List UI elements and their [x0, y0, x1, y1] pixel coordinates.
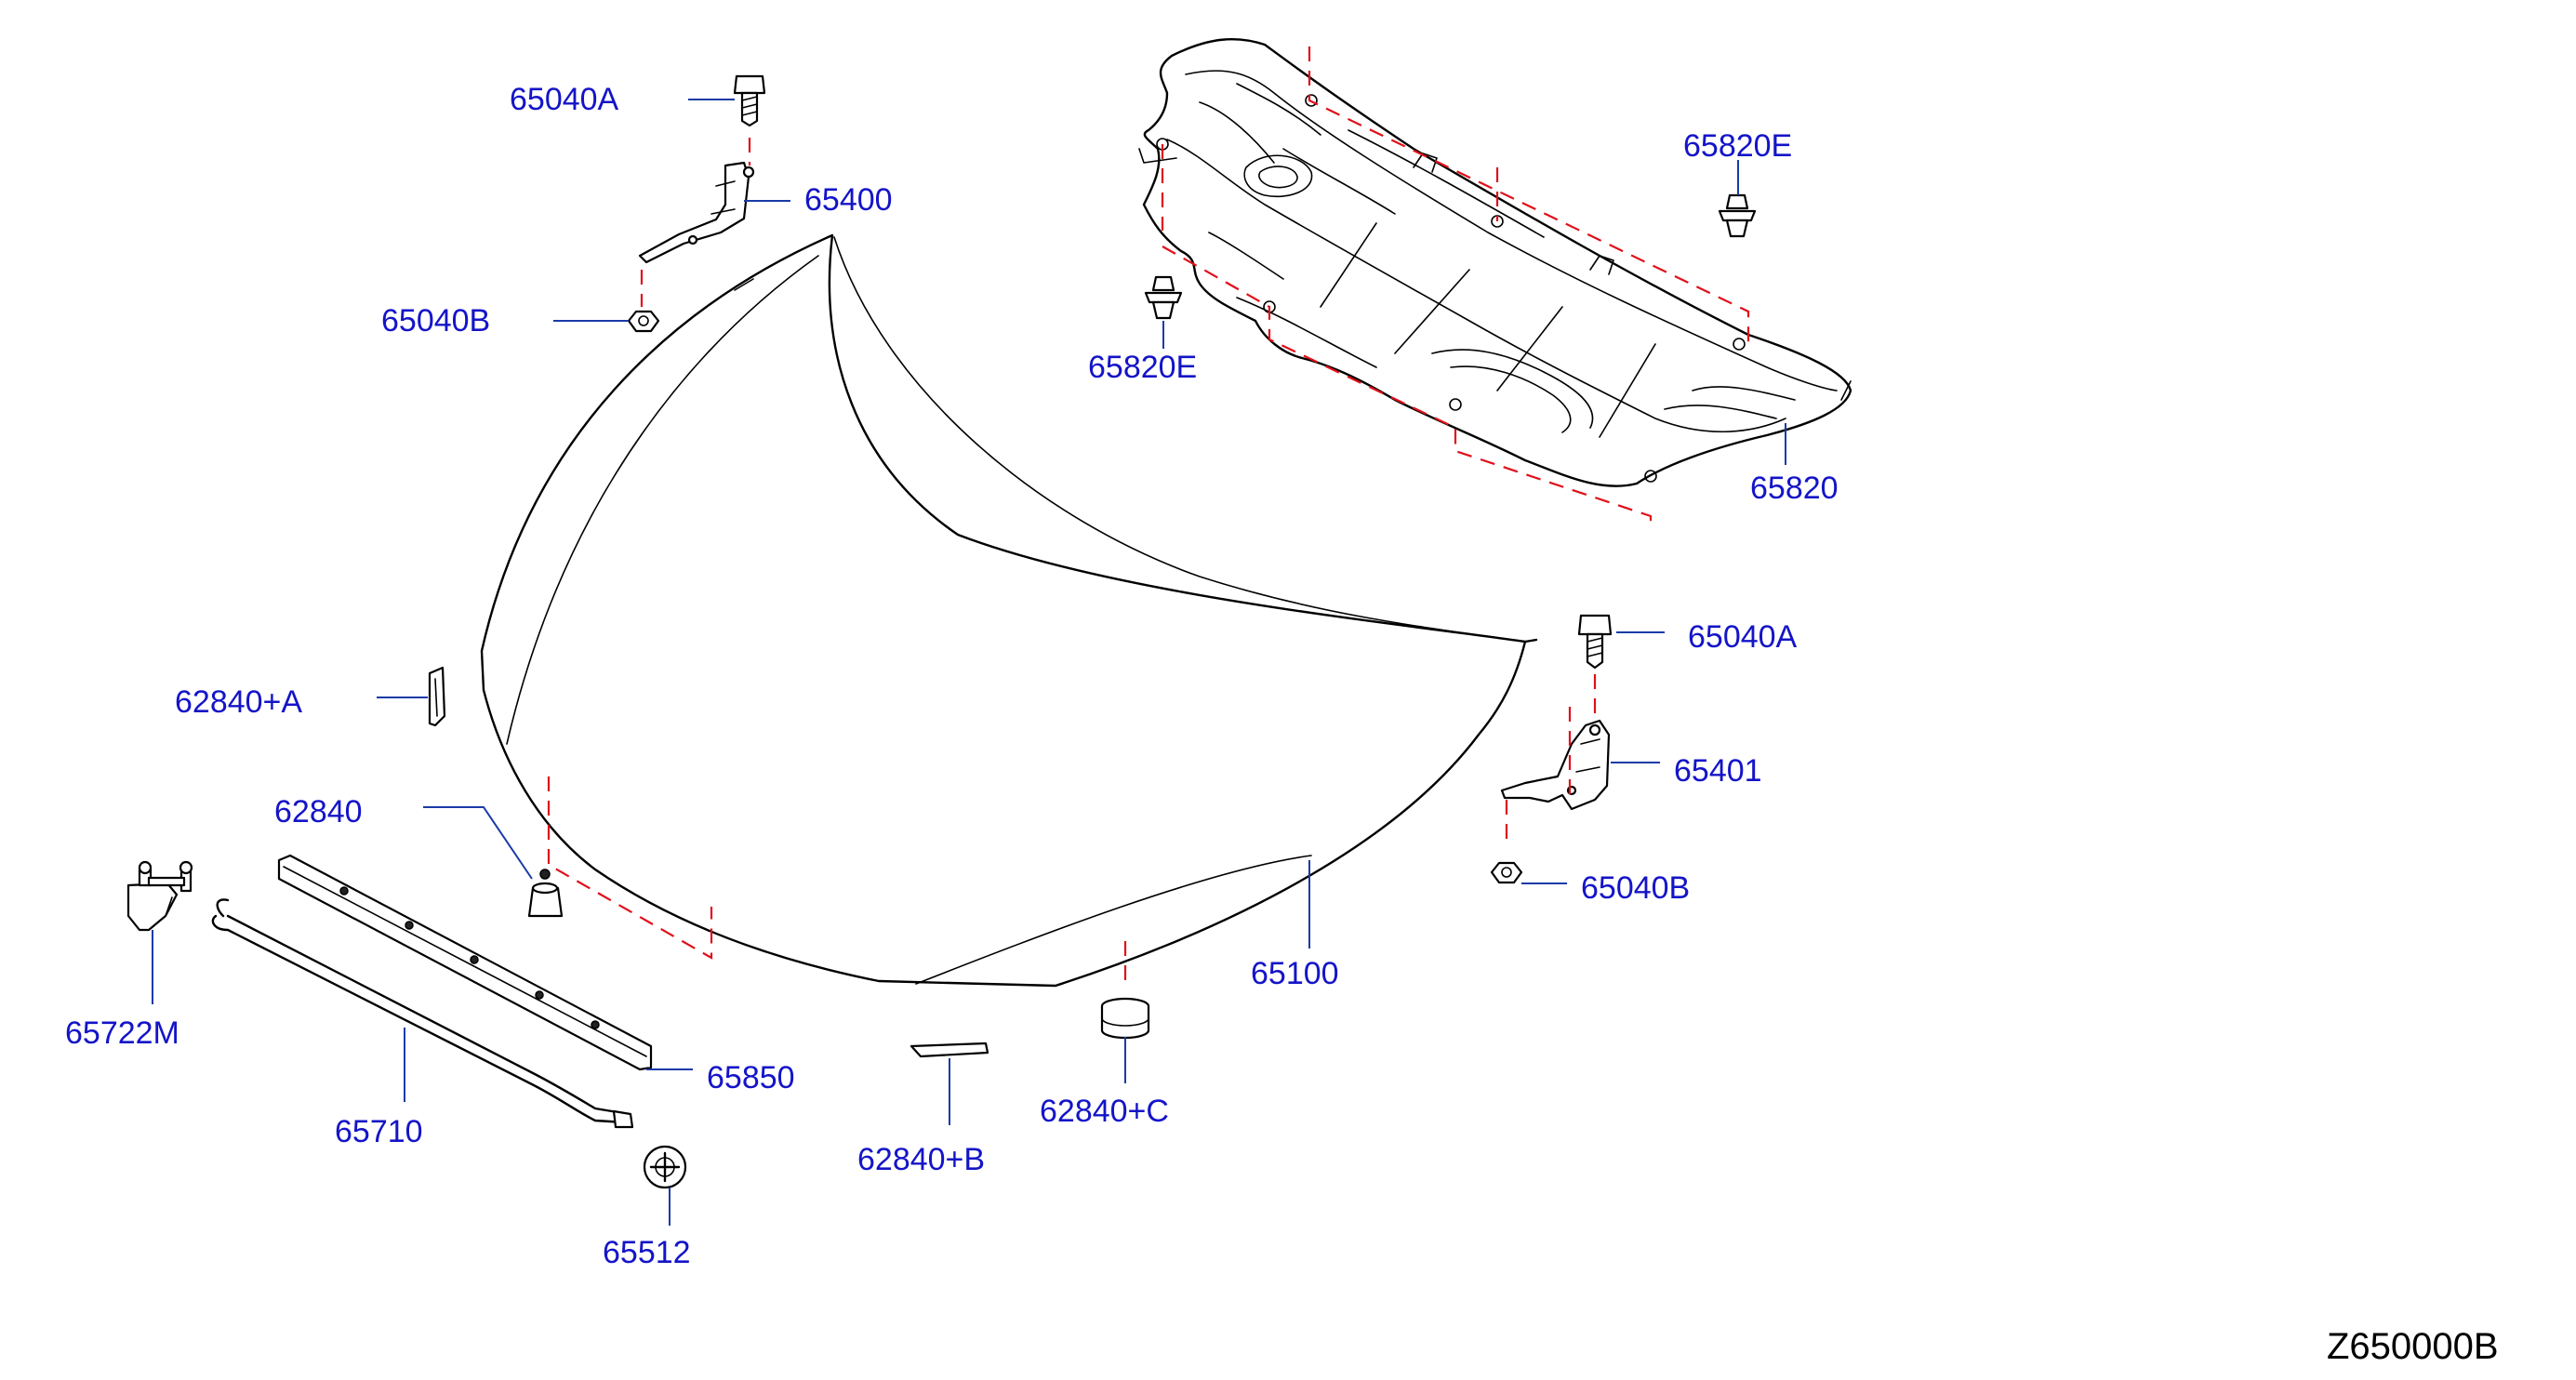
- label-65100: 65100: [1251, 956, 1339, 991]
- hood-insulator[interactable]: [1138, 37, 1852, 487]
- bolt-65040a-right[interactable]: [1577, 614, 1613, 670]
- seal-65850[interactable]: [277, 854, 653, 1071]
- nut-65040b-top[interactable]: [627, 310, 660, 333]
- label-65040b-right: 65040B: [1581, 870, 1691, 906]
- label-65512: 65512: [603, 1235, 691, 1270]
- label-65040b-top: 65040B: [381, 303, 491, 338]
- nut-65040b-right[interactable]: [1490, 861, 1523, 884]
- seal-62840a[interactable]: [428, 666, 446, 727]
- bumper-62840c[interactable]: [1100, 997, 1150, 1040]
- label-65710: 65710: [335, 1114, 423, 1149]
- label-65820e-right: 65820E: [1683, 128, 1793, 164]
- label-65401: 65401: [1674, 753, 1762, 789]
- bumper-62840[interactable]: [527, 869, 564, 918]
- label-65040a-top: 65040A: [510, 82, 619, 117]
- label-62840a: 62840+A: [175, 684, 303, 720]
- bolt-65040a-top[interactable]: [733, 74, 766, 127]
- label-65400: 65400: [804, 182, 893, 218]
- clip-65820e-right[interactable]: [1718, 193, 1757, 238]
- label-62840: 62840: [274, 794, 363, 829]
- hinge-right[interactable]: [1500, 719, 1611, 811]
- hood-panel[interactable]: [480, 233, 1538, 988]
- label-65040a-right: 65040A: [1688, 619, 1798, 655]
- label-65820: 65820: [1750, 471, 1839, 506]
- label-65722m: 65722M: [65, 1015, 179, 1051]
- hood-lock-65722m[interactable]: [126, 860, 193, 932]
- insulator-guide-lines: [1161, 46, 1750, 530]
- seal-62840b[interactable]: [910, 1042, 989, 1058]
- label-62840b: 62840+B: [857, 1142, 986, 1177]
- leader-lines: [152, 99, 1786, 1226]
- label-65850: 65850: [707, 1060, 795, 1095]
- label-65820e-left: 65820E: [1088, 350, 1198, 385]
- diagram-code: Z650000B: [2327, 1326, 2499, 1367]
- label-62840c: 62840+C: [1040, 1094, 1169, 1129]
- clip-65820e-left[interactable]: [1144, 275, 1183, 320]
- hinge-left[interactable]: [638, 161, 755, 264]
- grommet-65512[interactable]: [643, 1145, 687, 1189]
- hood-rod-65710[interactable]: [211, 898, 634, 1129]
